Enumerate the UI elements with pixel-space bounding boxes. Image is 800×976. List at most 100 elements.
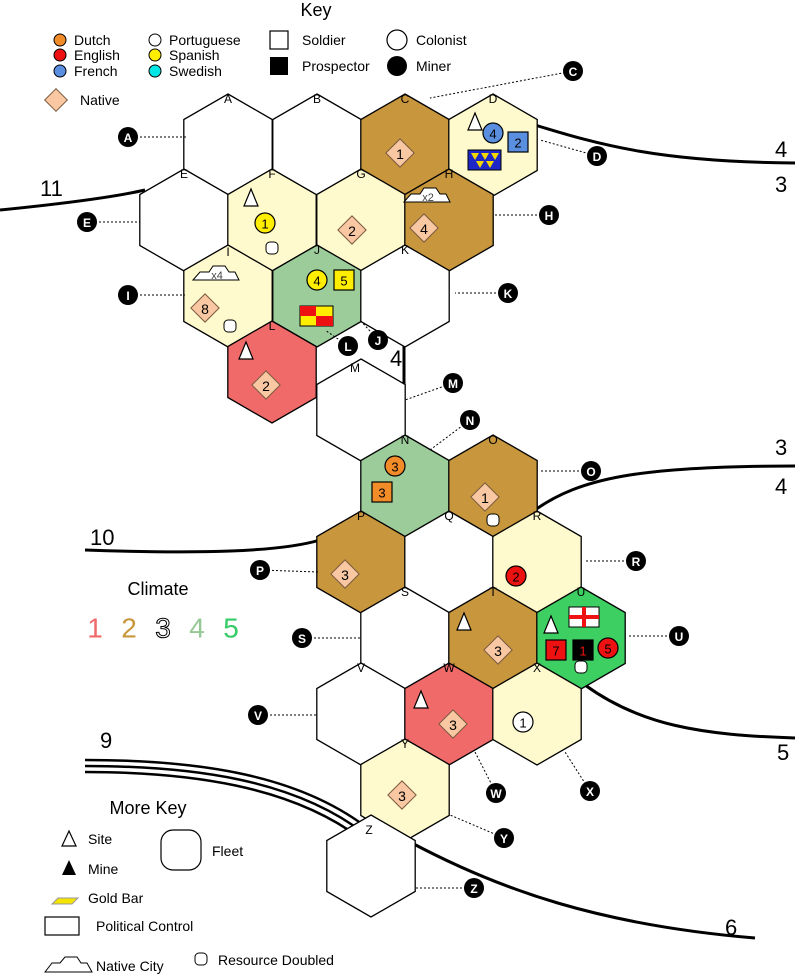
hex-label-marker-j bbox=[368, 330, 388, 350]
nation-swedish-swatch bbox=[148, 64, 162, 78]
hex-label-marker-letter: K bbox=[504, 287, 513, 301]
nation-portuguese-label: Portuguese bbox=[169, 32, 241, 48]
flag-quarter bbox=[316, 316, 333, 326]
hex-letter: E bbox=[180, 167, 188, 181]
colonist-swatch bbox=[386, 29, 408, 51]
hex-label-marker-letter: R bbox=[632, 555, 641, 569]
hex-letter: V bbox=[357, 661, 365, 675]
hex-letter: R bbox=[533, 509, 542, 523]
resource-doubled-icon bbox=[574, 660, 588, 674]
hex-letter: Z bbox=[365, 823, 372, 837]
hex-label-marker-letter: I bbox=[126, 289, 129, 303]
french-colonist-circle bbox=[482, 122, 504, 144]
hex-label-marker-letter: D bbox=[593, 150, 602, 164]
hex-letter: W bbox=[443, 661, 455, 675]
fleur-de-lis-icon bbox=[471, 153, 479, 160]
miner-swatch bbox=[387, 56, 407, 76]
hex-label-marker-s bbox=[292, 628, 312, 648]
flag-cross bbox=[569, 615, 599, 619]
hex-r[interactable]: R2 bbox=[492, 509, 582, 614]
hex-label-marker-letter: J bbox=[375, 334, 382, 348]
hex-letter: A bbox=[224, 92, 232, 106]
hex-letter: O bbox=[488, 433, 497, 447]
french-soldier-value: 2 bbox=[514, 136, 521, 151]
hex-letter: H bbox=[445, 167, 454, 181]
resource-doubled-icon bbox=[223, 319, 237, 333]
hex-k[interactable]: K bbox=[360, 243, 450, 348]
zone-numbers: 11 4 3 4 3 4 10 5 9 6 bbox=[40, 137, 789, 940]
zone-number: 4 bbox=[390, 346, 402, 371]
native-count-diamond bbox=[409, 213, 439, 243]
site-icon bbox=[456, 611, 472, 631]
prospector-label: Prospector bbox=[302, 58, 370, 74]
hex-shape bbox=[227, 320, 317, 424]
zone-number: 4 bbox=[775, 474, 787, 499]
native-city-icon bbox=[43, 956, 93, 973]
hex-i[interactable]: Ix4 8 bbox=[183, 244, 273, 348]
native-count-diamond bbox=[438, 709, 468, 739]
english-miner-value: 2 bbox=[512, 570, 519, 585]
hex-label-marker-u bbox=[669, 626, 689, 646]
english-soldier-value: 7 bbox=[552, 644, 559, 659]
zone-number: 10 bbox=[90, 525, 114, 550]
hex-letter: U bbox=[577, 585, 586, 599]
english-prospector-square bbox=[572, 639, 594, 661]
boundary-4-3-top bbox=[534, 123, 796, 165]
fleet-icon bbox=[160, 829, 202, 871]
hex-t[interactable]: T3 bbox=[448, 585, 538, 690]
resource-doubled-icon bbox=[265, 241, 279, 255]
hex-g[interactable]: G2 bbox=[316, 167, 406, 272]
mine-icon bbox=[62, 860, 76, 875]
zone-number: 6 bbox=[725, 915, 737, 940]
hex-x[interactable]: X1 bbox=[492, 661, 582, 766]
hex-letter: Y bbox=[401, 737, 409, 751]
native-count-diamond bbox=[337, 215, 367, 245]
soldier-label: Soldier bbox=[302, 32, 346, 48]
fleur-de-lis-icon bbox=[481, 153, 489, 160]
hex-letter: K bbox=[401, 243, 409, 257]
zone-boundaries bbox=[0, 123, 796, 940]
hex-label-marker-letter: A bbox=[124, 131, 133, 145]
native-count-value: 2 bbox=[262, 378, 270, 394]
hex-label-marker-l bbox=[338, 336, 358, 356]
nation-spanish-swatch bbox=[148, 48, 162, 62]
hex-label-marker-e bbox=[77, 212, 97, 232]
gold-bar-label: Gold Bar bbox=[88, 890, 144, 906]
native-city-multiplier: x4 bbox=[211, 270, 223, 282]
dutch-soldier-square bbox=[371, 481, 393, 503]
climate-level-1: 1 bbox=[87, 613, 103, 644]
hex-letter: G bbox=[356, 167, 365, 181]
zone-number: 4 bbox=[775, 137, 787, 162]
hex-letter: I bbox=[226, 245, 229, 259]
more-key-title: More Key bbox=[109, 798, 186, 818]
boundary-3-4-mid bbox=[534, 464, 796, 512]
french-colonist-value: 4 bbox=[489, 127, 496, 142]
hex-label-marker-x bbox=[580, 781, 600, 801]
colonist-label: Colonist bbox=[416, 32, 467, 48]
hex-w[interactable]: W3 bbox=[404, 661, 494, 766]
hex-label-marker-m bbox=[443, 373, 463, 393]
native-count-diamond bbox=[190, 293, 220, 323]
hex-label-marker-n bbox=[460, 410, 480, 430]
hex-label-marker-z bbox=[464, 878, 484, 898]
english-miner-circle bbox=[597, 637, 619, 659]
hex-z[interactable]: Z bbox=[326, 814, 416, 918]
legend: KeyDutchEnglishFrenchPortugueseSpanishSw… bbox=[43, 0, 467, 974]
site-icon bbox=[413, 689, 429, 709]
native-count-value: 8 bbox=[201, 301, 209, 317]
hex-label-marker-w bbox=[486, 783, 506, 803]
boundary-6 bbox=[409, 840, 756, 940]
spanish-colonist-value: 1 bbox=[261, 217, 268, 232]
nation-english-swatch bbox=[53, 48, 67, 62]
hex-l[interactable]: L2 bbox=[227, 319, 317, 424]
zone-number: 3 bbox=[775, 435, 787, 460]
native-count-diamond bbox=[385, 138, 415, 168]
native-label: Native bbox=[80, 92, 120, 108]
hex-label-marker-k bbox=[498, 283, 518, 303]
miner-label: Miner bbox=[416, 58, 451, 74]
hex-label-marker-letter: U bbox=[675, 630, 684, 644]
native-count-value: 4 bbox=[420, 221, 428, 237]
